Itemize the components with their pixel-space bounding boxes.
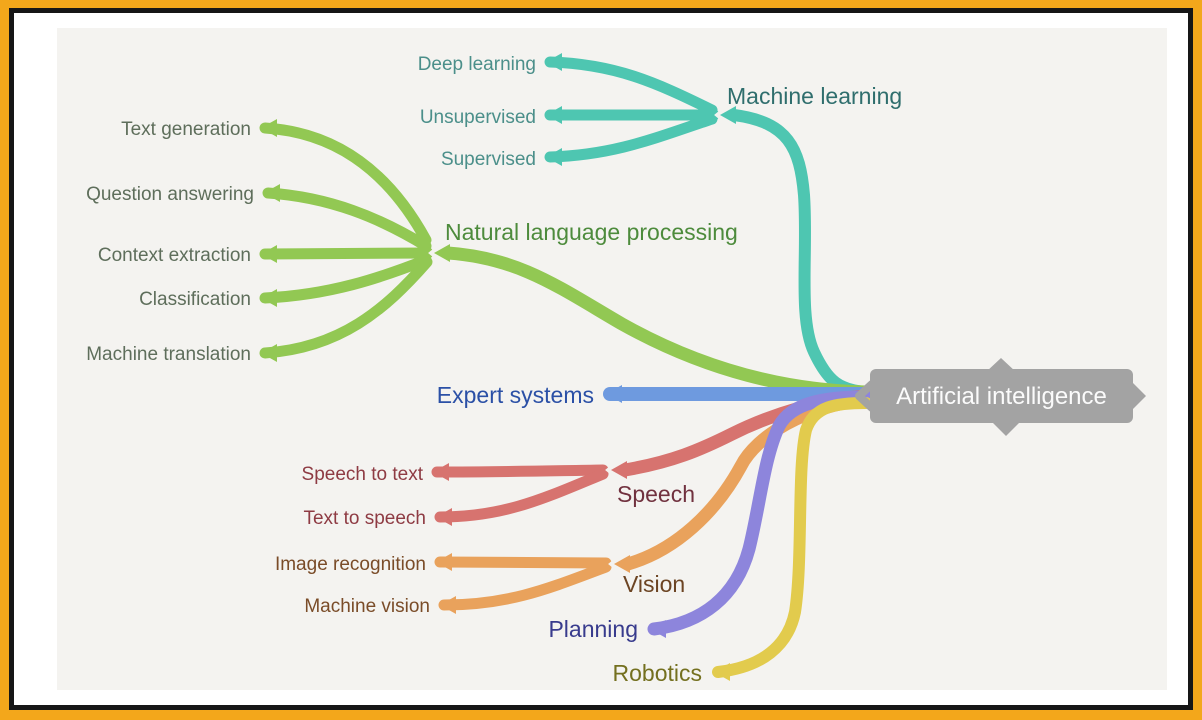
label-question-answering: Question answering (86, 184, 254, 205)
edge-question-answering (262, 187, 432, 252)
root-bump-top (986, 358, 1016, 372)
diagram-background (57, 28, 1167, 690)
label-text-to-speech: Text to speech (303, 508, 426, 529)
edge-supervised (544, 113, 718, 163)
label-machine-learning: Machine learning (727, 83, 902, 109)
expert-systems-arrowhead-icon (606, 385, 622, 403)
question-answering-arrowhead-icon (264, 184, 280, 202)
edge-speech-to-text (431, 464, 609, 478)
machine-translation-arrowhead-icon (261, 344, 277, 362)
image-recognition-arrowhead-icon (436, 553, 452, 571)
edge-machine-translation (259, 256, 433, 359)
robotics-arrowhead-icon (714, 663, 730, 681)
edge-text-to-speech (434, 468, 609, 523)
label-expert-systems: Expert systems (437, 382, 594, 408)
edge-image-recognition (434, 556, 612, 569)
context-extraction-arrowhead-icon (261, 245, 277, 263)
label-speech: Speech (617, 481, 695, 507)
planning-arrowhead-icon (650, 620, 666, 638)
label-context-extraction: Context extraction (98, 245, 251, 266)
unsupervised-arrowhead-icon (546, 106, 562, 124)
junction-notch (608, 551, 627, 577)
label-vision: Vision (623, 571, 685, 597)
edge-planning (647, 390, 873, 636)
branch-robotics: Robotics (613, 397, 872, 686)
root-node-box (870, 369, 1133, 423)
edge-robotics (712, 397, 872, 678)
label-natural-language-processing: Natural language processing (445, 219, 738, 245)
edge-context-extraction (259, 247, 434, 260)
label-supervised: Supervised (441, 149, 536, 170)
edge-classification (259, 254, 432, 304)
text-to-speech-arrowhead-icon (436, 508, 452, 526)
machine-vision-arrowhead-icon (440, 596, 456, 614)
text-generation-arrowhead-icon (261, 119, 277, 137)
junction-notch (605, 457, 624, 483)
deep-learning-arrowhead-icon (546, 53, 562, 71)
edge-machine-vision (438, 561, 612, 611)
edge-machine-learning (728, 109, 872, 398)
branch-planning: Planning (548, 390, 873, 642)
root-bump-right (1131, 381, 1146, 411)
natural-language-processing-arrowhead-icon (434, 244, 450, 262)
label-robotics: Robotics (613, 660, 702, 686)
label-planning: Planning (548, 616, 638, 642)
root-bump-bottom (991, 421, 1021, 436)
supervised-arrowhead-icon (546, 148, 562, 166)
label-image-recognition: Image recognition (275, 554, 426, 575)
label-machine-vision: Machine vision (304, 596, 430, 617)
junction-notch (714, 102, 733, 128)
label-text-generation: Text generation (121, 119, 251, 140)
vision-arrowhead-icon (614, 555, 630, 573)
machine-learning-arrowhead-icon (720, 106, 736, 124)
root-left-chevron-icon (855, 380, 876, 412)
speech-arrowhead-icon (611, 461, 627, 479)
label-speech-to-text: Speech to text (302, 464, 424, 485)
label-unsupervised: Unsupervised (420, 107, 536, 128)
junction-notch (428, 240, 447, 266)
label-machine-translation: Machine translation (86, 344, 251, 365)
edge-natural-language-processing (441, 246, 873, 399)
edge-deep-learning (544, 56, 718, 116)
speech-to-text-arrowhead-icon (433, 463, 449, 481)
label-deep-learning: Deep learning (418, 54, 536, 75)
label-classification: Classification (139, 289, 251, 310)
edge-text-generation (259, 122, 432, 246)
root-node: Artificial intelligence (855, 358, 1146, 436)
classification-arrowhead-icon (261, 289, 277, 307)
root-node-label: Artificial intelligence (896, 383, 1107, 410)
